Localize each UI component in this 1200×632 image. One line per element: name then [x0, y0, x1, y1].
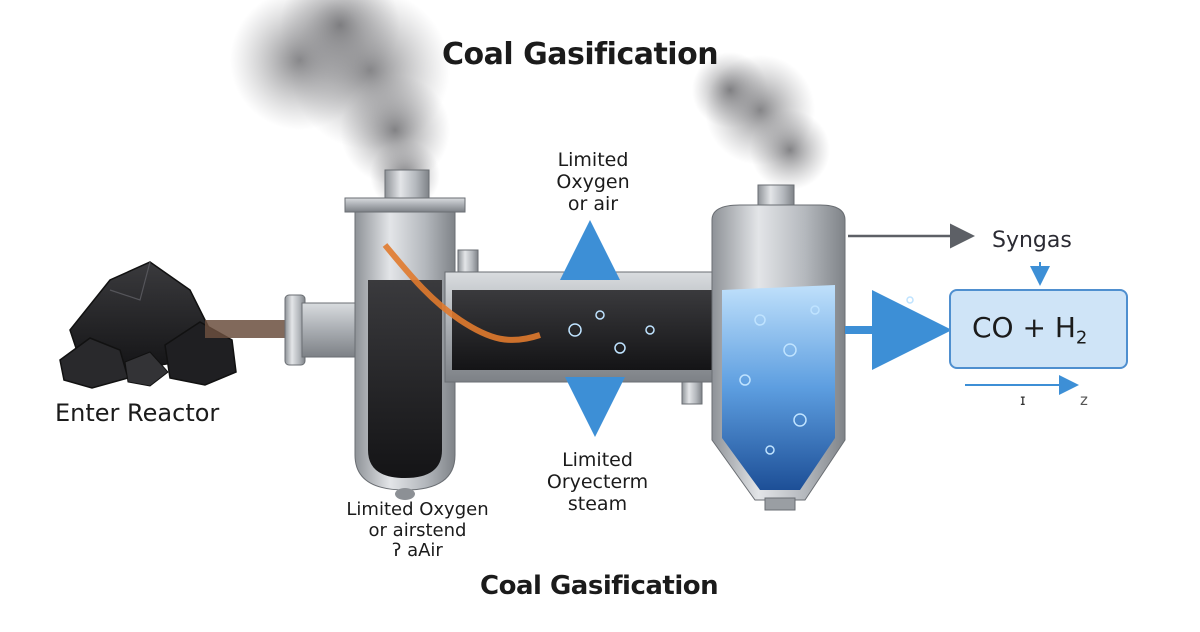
small-mark-1: ɪ: [1020, 391, 1026, 409]
syngas-label: Syngas: [992, 228, 1072, 253]
coal-feed-stream: [205, 320, 290, 338]
smoke-plume-right: [692, 52, 830, 190]
right-quench-vessel: [711, 184, 846, 511]
flame-stream: [382, 243, 541, 343]
product-formula-main: CO + H: [972, 311, 1076, 344]
footer-title: Coal Gasification: [480, 571, 719, 601]
smoke-plume-left: [230, 0, 450, 210]
bottom-steam-line-2: Oryecterm: [546, 470, 649, 493]
product-formula-subscript: 2: [1075, 327, 1088, 349]
horizontal-reactor-pipe: [444, 249, 721, 405]
bottom-steam-line-3: steam: [567, 492, 628, 515]
small-mark-2: z: [1080, 391, 1088, 409]
enter-reactor-label: Enter Reactor: [55, 399, 220, 427]
top-oxygen-line-2: Oxygen: [556, 170, 630, 193]
feed-flange: [284, 294, 361, 366]
left-oxygen-line-1: Limited Oxygen: [346, 499, 489, 520]
product-formula: CO + H2: [972, 311, 1088, 349]
top-oxygen-label: Limited Oxygen or air: [548, 149, 638, 216]
coal-pile: [59, 261, 237, 389]
diagram-title: Coal Gasification: [442, 37, 719, 72]
bottom-steam-label: Limited Oryecterm steam: [535, 449, 660, 516]
bottom-steam-line-1: Limited: [562, 449, 633, 471]
product-box: [949, 289, 1128, 369]
left-oxygen-line-2: or airstend: [368, 519, 467, 541]
left-oxygen-line-3: ʔ aAir: [392, 540, 443, 562]
left-reactor-vessel: [344, 169, 466, 500]
top-oxygen-line-1: Limited: [557, 149, 629, 171]
top-oxygen-line-3: or air: [567, 192, 619, 215]
left-oxygen-label: Limited Oxygen or airstend ʔ aAir: [330, 499, 505, 562]
